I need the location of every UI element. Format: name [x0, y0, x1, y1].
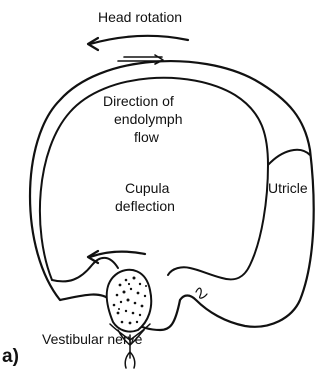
label-cupula-line2: deflection — [115, 198, 175, 214]
cupula-crista — [107, 270, 151, 332]
artist-mark — [196, 288, 207, 298]
ampulla-wall-left — [52, 258, 118, 282]
label-endolymph-line1: Direction of — [103, 93, 174, 109]
label-vestibular-nerve: Vestibular nerve — [42, 331, 143, 347]
label-endolymph-line3: flow — [134, 129, 160, 145]
utricle-sac — [268, 150, 310, 165]
label-endolymph-line2: endolymph — [114, 111, 183, 127]
label-head-rotation: Head rotation — [98, 9, 182, 25]
label-cupula-line1: Cupula — [125, 180, 170, 196]
head-rotation-arrow-icon — [88, 36, 188, 50]
panel-label: a) — [2, 346, 19, 367]
cupula-deflection-arrow-icon — [88, 251, 145, 263]
label-utricle: Utricle — [268, 180, 308, 196]
